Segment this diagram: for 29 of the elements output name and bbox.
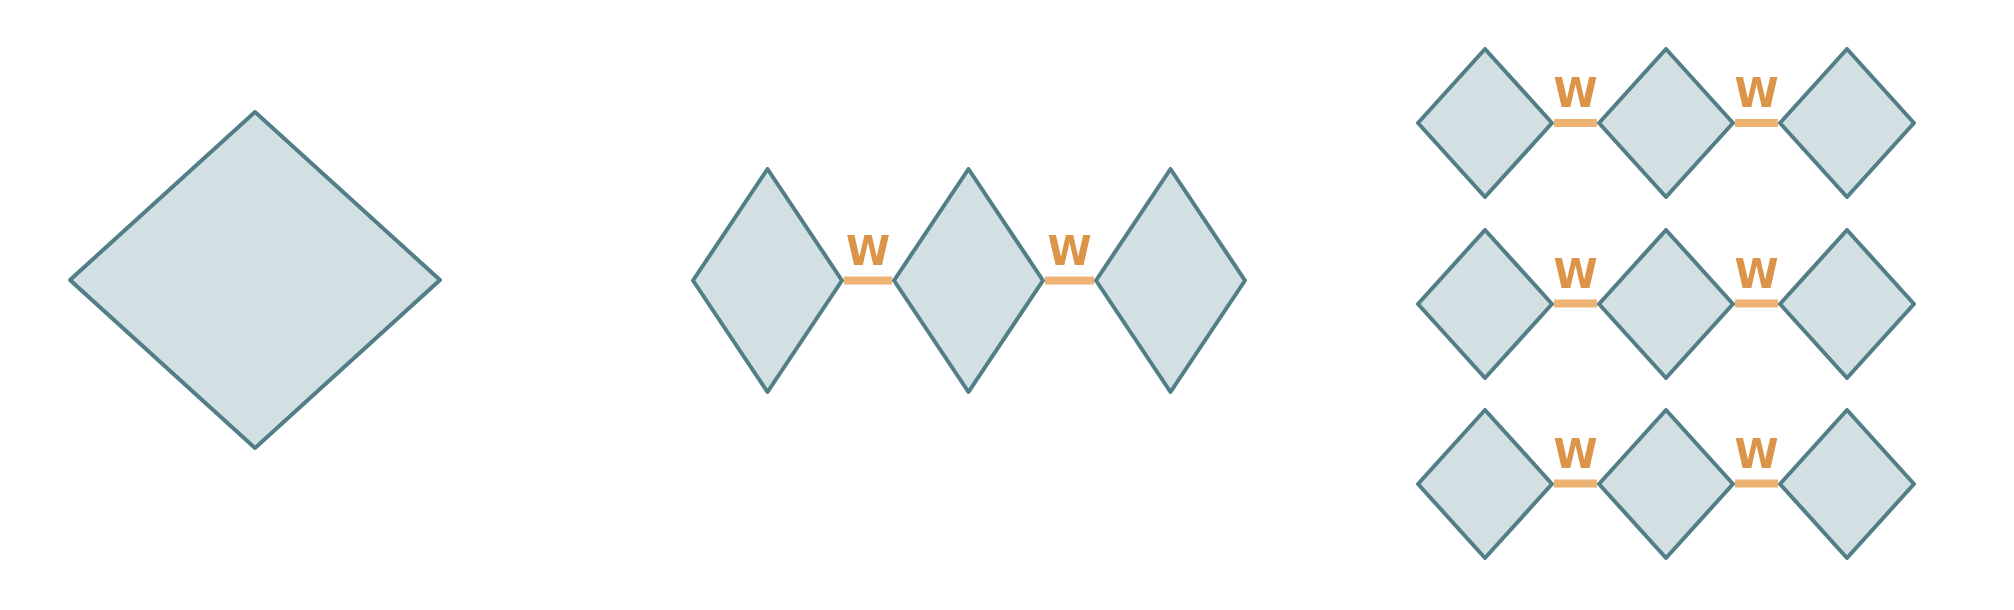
edge-label: W xyxy=(1553,433,1598,474)
diamond-shape xyxy=(691,167,844,394)
connector-line xyxy=(1554,119,1597,127)
connector-line xyxy=(844,276,892,285)
diamond-shape xyxy=(1778,47,1916,199)
diamond-shape xyxy=(1597,407,1735,560)
diamond-shape xyxy=(1778,227,1916,380)
edge-label: W xyxy=(1553,73,1598,113)
diamond-shape xyxy=(1416,47,1554,199)
connector-line xyxy=(1554,299,1597,308)
edge-label: W xyxy=(1047,230,1092,271)
edge-label: W xyxy=(1734,73,1779,113)
diamond-shape xyxy=(1416,227,1554,380)
diamond-shape xyxy=(1597,47,1735,199)
connector-line xyxy=(1735,119,1778,127)
diamond-shape xyxy=(1778,407,1916,560)
connector-line xyxy=(1735,299,1778,308)
diamond-shape xyxy=(892,167,1045,394)
diamond-shape xyxy=(1416,407,1554,560)
connector-line xyxy=(1554,479,1597,488)
edge-label: W xyxy=(1734,253,1779,294)
edge-label: W xyxy=(1553,253,1598,294)
diamond-shape xyxy=(1094,167,1247,394)
connector-line xyxy=(1735,479,1778,488)
edge-label: W xyxy=(1734,433,1779,474)
connector-line xyxy=(1045,276,1094,285)
diamond-shape xyxy=(1597,227,1735,380)
edge-label: W xyxy=(845,230,891,271)
diamond-shape xyxy=(68,110,442,450)
